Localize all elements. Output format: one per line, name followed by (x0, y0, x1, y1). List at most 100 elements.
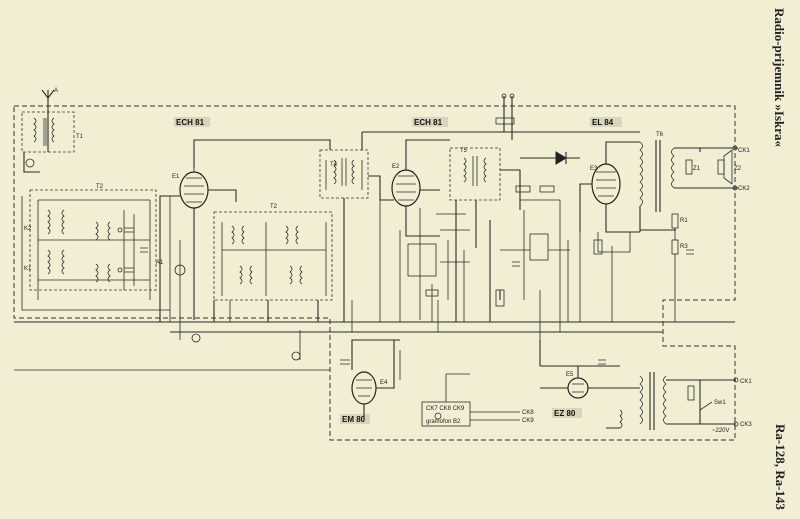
ech81-b-wiring (405, 139, 450, 237)
t2-coils (47, 209, 111, 283)
k2-label: K2 (24, 226, 32, 232)
t2-label: T2 (96, 184, 104, 190)
ant-socket (25, 158, 35, 168)
chassis-outline (13, 105, 736, 441)
el84-wiring (579, 141, 640, 233)
ech81-a-label-bg (174, 117, 210, 127)
volume-network (500, 185, 570, 300)
bus-ties (169, 196, 561, 360)
gramofon-label: gramofon B2 (426, 419, 461, 425)
output-transformer (639, 140, 675, 212)
ez80-wiring (539, 340, 640, 389)
ech81-a-electrodes (184, 168, 204, 203)
ck1-bottom-socket (733, 377, 739, 383)
ck2-label: CK2 (738, 186, 750, 192)
el84-electrodes (596, 171, 616, 197)
if2-coils (463, 156, 487, 186)
t6-label: T6 (656, 132, 664, 138)
trimmer-1 (174, 264, 186, 276)
t2-coil-box (29, 189, 157, 291)
e3-label: E3 (590, 166, 598, 172)
ck3-label: CK3 (740, 422, 752, 428)
volume-leads (489, 220, 501, 322)
em80-wiring (351, 339, 400, 420)
power-transformer (619, 372, 667, 430)
diode-wiring (520, 152, 580, 164)
if1-wiring (343, 132, 394, 322)
if1-coils (325, 158, 363, 190)
filter-cap (598, 359, 606, 365)
t2b-label: T2 (270, 204, 278, 210)
t2b-coil-box (213, 211, 333, 301)
e5-label: E5 (566, 372, 574, 378)
switch-line-left (21, 196, 170, 311)
t2b-coils (221, 222, 327, 296)
em80-label: EM 80 (342, 415, 366, 424)
t5-label: T5 (460, 148, 468, 154)
t2-caps (124, 227, 148, 273)
t1-label: T1 (76, 134, 84, 140)
k1-label: K1 (24, 266, 32, 272)
z1-label: Z1 (693, 166, 701, 172)
mains-label: ~220V (712, 428, 730, 434)
z2-label: Z2 (734, 166, 742, 172)
ez80-envelope (567, 377, 589, 399)
speaker-z2 (717, 159, 725, 175)
speaker-z1 (685, 159, 693, 175)
t1-leads (23, 112, 49, 173)
ck1-top-label: CK1 (738, 148, 750, 154)
r1-label: R1 (680, 218, 688, 224)
diode-symbol (555, 151, 567, 165)
output-wiring (639, 147, 738, 232)
el84-label: EL 84 (592, 118, 614, 127)
ez80-electrodes (572, 383, 584, 393)
if2-box (449, 147, 501, 201)
el84-cathode (567, 232, 631, 322)
el84-label-bg (590, 117, 622, 127)
side-model: Ra-128, Ra-143 (773, 424, 788, 510)
bplus-terminal-1 (501, 93, 507, 99)
a1-label: A1 (156, 260, 164, 266)
bplus-resistor (495, 117, 515, 125)
e2-label: E2 (392, 164, 400, 170)
side-title: Radio-prijemnik »Iskra« (772, 8, 787, 148)
ck2-socket (732, 185, 738, 191)
antenna-symbol (41, 89, 55, 112)
t2b-ground-leads (213, 300, 319, 322)
volume-pot (495, 289, 505, 307)
mains-fuse (687, 385, 695, 401)
e1-label: E1 (172, 174, 180, 180)
ck9-label: CK9 (522, 418, 534, 424)
feedback-wiring (674, 228, 694, 322)
ck8-label: CK8 (522, 410, 534, 416)
e4-label: E4 (380, 380, 388, 386)
if1-box (319, 149, 369, 199)
mains-wiring (606, 379, 736, 429)
if2-wiring (455, 169, 521, 322)
gramofon-wiring (445, 373, 520, 421)
sw-contact-2 (117, 267, 123, 273)
ech81-b-label: ECH 81 (414, 118, 443, 127)
ck1-top-socket (732, 145, 738, 151)
trimmer-3 (291, 351, 301, 361)
t2-wiring (37, 199, 151, 300)
t4-label: T4 (330, 162, 338, 168)
sw1-label: Sw1 (714, 400, 726, 406)
bplus-terminal-2 (509, 93, 515, 99)
ez80-label: EZ 80 (554, 409, 576, 418)
ech81-b-label-bg (412, 117, 448, 127)
t1-coils (33, 117, 55, 146)
em80-electrodes (356, 379, 372, 397)
trimmer-2 (191, 333, 201, 343)
r3-label: R3 (680, 244, 688, 250)
ech81-a-envelope (179, 171, 209, 209)
pickup-symbol (434, 412, 442, 420)
sw-contact-1 (117, 227, 123, 233)
el84-cathode-res (593, 239, 603, 255)
feedback-res-1 (671, 213, 679, 229)
ech81-b-electrodes (396, 175, 416, 201)
ech81-b-envelope (391, 169, 421, 207)
mains-switch (699, 401, 713, 411)
